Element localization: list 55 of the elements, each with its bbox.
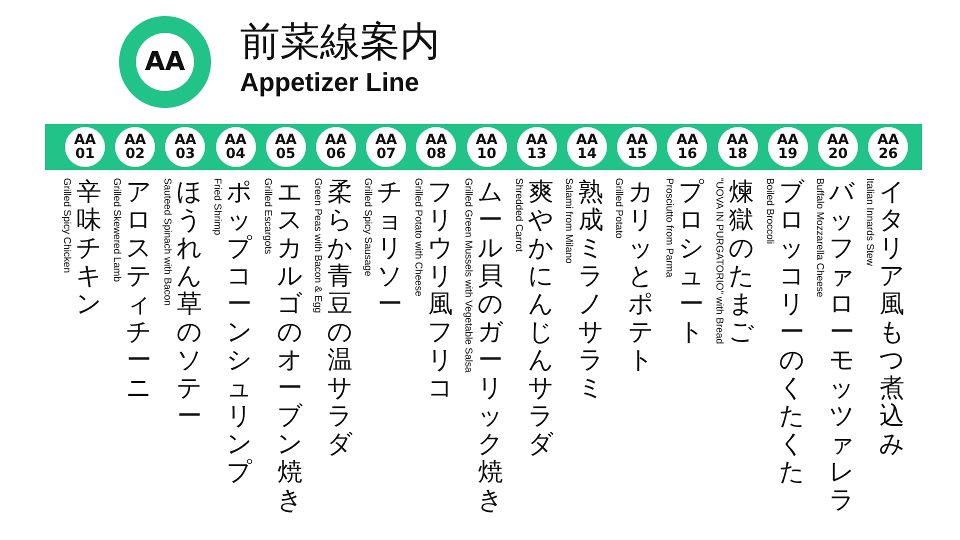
- station-name-english: Shredded Carrot: [512, 178, 525, 252]
- station-marker: AA 03: [165, 127, 206, 167]
- station-name-english: Grilled Skewered Lamb: [110, 178, 124, 282]
- station-name: エスカルゴのオーブン焼き: [276, 178, 303, 514]
- station-marker: AA 18: [718, 127, 758, 167]
- station-name: チョリソー: [377, 178, 404, 318]
- station-marker: AA 26: [868, 127, 908, 167]
- station-name: イタリア風もつ煮込み: [879, 178, 906, 458]
- station-marker: AA 02: [115, 127, 156, 167]
- station-marker: AA 01: [65, 127, 105, 167]
- station-name: 辛味チキン: [76, 178, 102, 318]
- line-band: [45, 124, 922, 170]
- station-name-english: Boiled Broccoli: [762, 178, 776, 244]
- station-name: ムール貝のガーリック焼き: [478, 178, 504, 514]
- station-name: 柔らか青豆の温サラダ: [327, 178, 353, 458]
- station-marker: AA 10: [466, 127, 507, 167]
- station-name-english: Grilled Spicy Sausage: [361, 178, 374, 276]
- station-marker: AA 06: [316, 127, 356, 167]
- station-marker: AA 07: [366, 127, 406, 167]
- station-name: 熟成ミラノサラミ: [578, 178, 604, 402]
- station-name-english: Green Peas with Bacon & Egg: [311, 178, 324, 314]
- station-marker: AA 19: [768, 127, 808, 167]
- station-name: ほうれん草のソテー: [176, 178, 202, 430]
- station-marker: AA 20: [818, 127, 858, 167]
- station-marker: AA 15: [617, 127, 658, 167]
- station-name: フリウリ風フリコ: [427, 178, 454, 402]
- station-name: 爽やかにんじんサラダ: [528, 178, 554, 458]
- station-marker: AA 13: [516, 127, 557, 167]
- station-name-english: "UOVA IN PURGATORIO" with Bread: [712, 178, 726, 344]
- station-name-english: Grilled Spicy Chicken: [60, 178, 73, 274]
- station-name-english: Grilled Escargots: [260, 178, 274, 254]
- station-name-english: Buffalo Mozzarella Cheese: [813, 178, 826, 298]
- station-marker: AA 16: [667, 127, 708, 167]
- station-marker: AA 04: [216, 127, 256, 167]
- station-name: プロシュート: [678, 178, 704, 346]
- station-name: カリッとポテト: [628, 178, 654, 374]
- station-name-english: Sauteed Spinach with Bacon: [160, 178, 174, 306]
- station-name: バッファローモッツァレラ: [829, 178, 855, 514]
- station-name: 煉獄のたまご: [728, 178, 755, 346]
- station-name-english: Grilled Green Mussels with Vegetable Salsa: [462, 178, 475, 373]
- station-name-english: Grilled Potato: [612, 178, 626, 239]
- station-marker: AA 08: [416, 127, 456, 167]
- station-name-english: Salami from Milano: [562, 178, 575, 264]
- station-name-english: Italian Innards Stew: [863, 178, 876, 266]
- station-name-english: Prosciutto from Parma: [662, 178, 676, 278]
- station-name-english: Fried Shrimp: [210, 178, 224, 236]
- station-name-english: Grilled Potato with Cheese: [411, 178, 424, 296]
- subtitle: Appetizer Line: [240, 66, 420, 98]
- station-name: ポップコーンシュリンプ: [226, 178, 253, 486]
- title: 前菜線案内: [240, 18, 440, 66]
- station-marker: AA 05: [266, 127, 306, 167]
- line-badge: AA: [136, 33, 194, 91]
- station-name: アロスティチーニ: [126, 178, 152, 402]
- station-name: ブロッコリーのくたくた: [778, 178, 805, 486]
- station-marker: AA 14: [567, 127, 607, 167]
